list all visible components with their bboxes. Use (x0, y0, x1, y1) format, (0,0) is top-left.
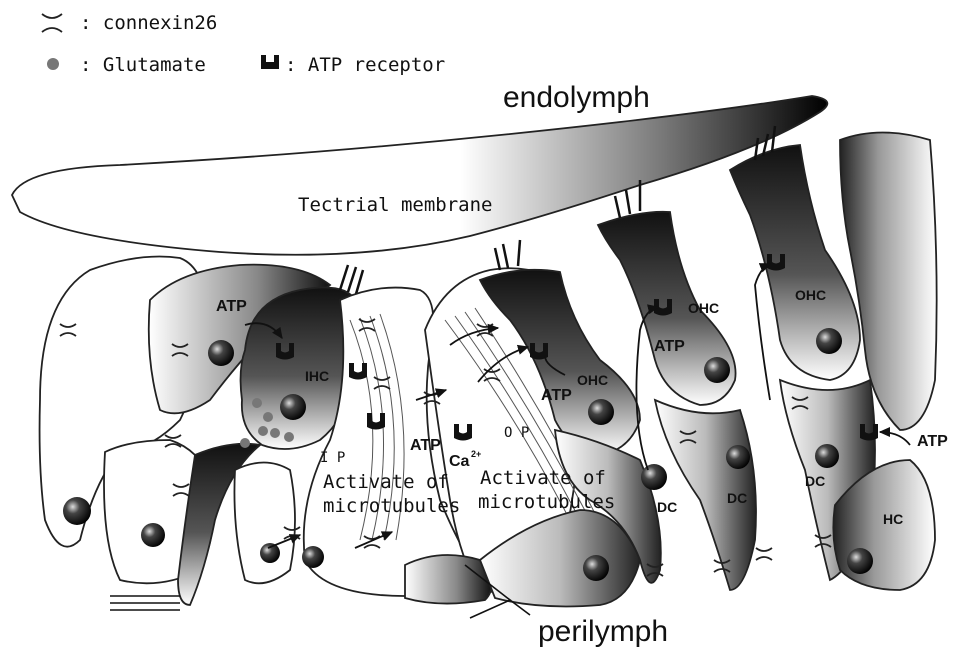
dc-label-2: DC (727, 490, 747, 506)
dc-label-3: DC (805, 473, 825, 489)
op-label: O P (504, 425, 529, 441)
activate-label-op-2: microtubules (478, 491, 615, 513)
dc-label-1: DC (657, 499, 677, 515)
activate-label-ip-2: microtubules (323, 495, 460, 517)
legend-glutamate-label: : Glutamate (80, 54, 206, 76)
activate-label-op-1: Activate of (480, 467, 606, 489)
ohc-label-3: OHC (795, 287, 826, 303)
atp-label-ohc1: ATP (541, 387, 572, 404)
border-cell-lower (234, 463, 295, 584)
tectorial-membrane-label: Tectrial membrane (298, 194, 492, 216)
endolymph-label: endolymph (503, 81, 650, 114)
basilar-shadow (405, 555, 491, 604)
atp-label-pillar: ATP (410, 437, 441, 454)
legend-connexin-label: : connexin26 (80, 12, 217, 34)
ca-charge-label: 2+ (471, 449, 481, 459)
ihc-label: IHC (305, 368, 329, 384)
legend-atp-receptor-label: : ATP receptor (285, 54, 445, 76)
perilymph-label: perilymph (538, 615, 668, 647)
hc-label: HC (883, 511, 903, 527)
legend: : connexin26 : Glutamate : ATP receptor (42, 12, 445, 76)
tectorial-membrane (12, 96, 827, 255)
atp-receptor-icon (261, 55, 279, 69)
ohc-label-2: OHC (688, 300, 719, 316)
atp-label-hc: ATP (917, 433, 948, 450)
ohc-label-1: OHC (577, 372, 608, 388)
ip-label: I P (320, 450, 345, 466)
glutamate-icon (47, 58, 59, 70)
atp-label-ohc2: ATP (654, 338, 685, 355)
activate-label-ip-1: Activate of (323, 471, 449, 493)
connexin-icon (42, 14, 62, 32)
ca-label: Ca (449, 453, 470, 470)
atp-label-ihc: ATP (216, 298, 247, 315)
